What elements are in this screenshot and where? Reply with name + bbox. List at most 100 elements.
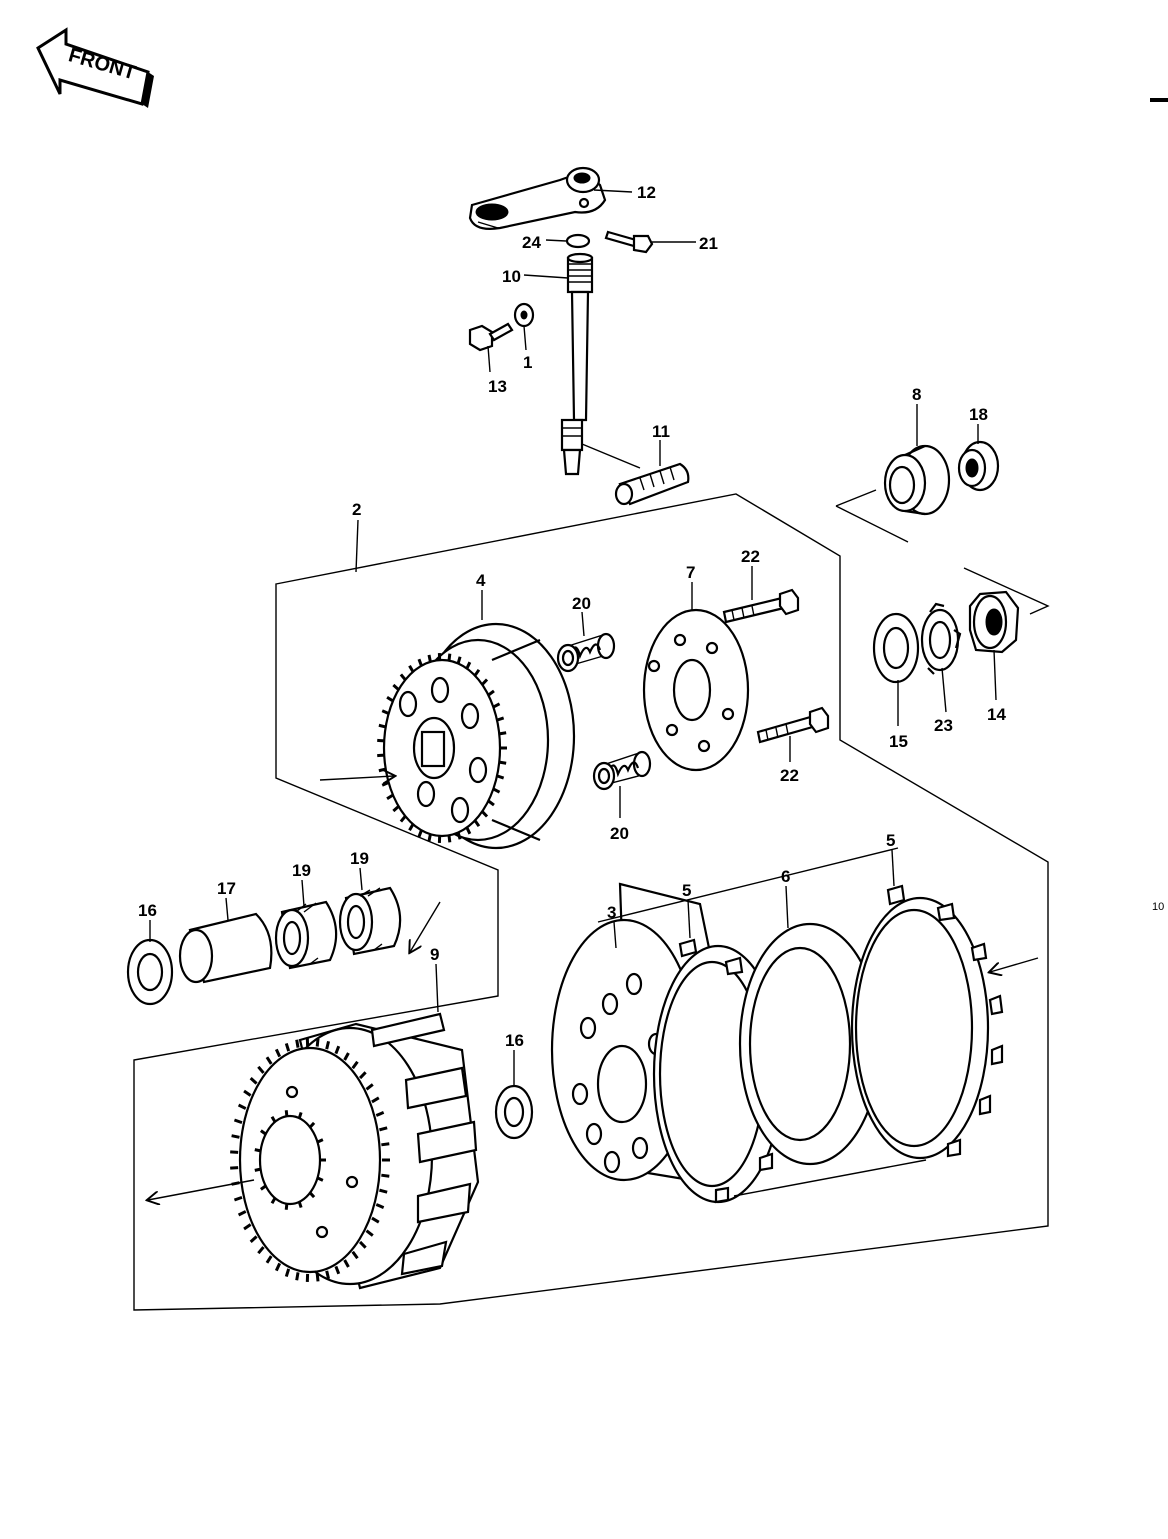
washer-small xyxy=(513,302,535,328)
hub-gear-tooth xyxy=(481,678,489,686)
hub-gear-tooth xyxy=(399,815,407,823)
housing-gear-tooth xyxy=(237,1210,247,1217)
clutch-hub xyxy=(377,622,576,850)
hub-gear-tooth xyxy=(465,826,472,835)
needle-bearing-1 xyxy=(274,900,338,970)
housing-gear-tooth xyxy=(379,1188,388,1194)
callout-9: 9 xyxy=(430,945,439,964)
sprocket-tooth xyxy=(284,1110,289,1117)
callout-24: 24 xyxy=(522,233,541,252)
housing-gear-tooth xyxy=(371,1216,380,1224)
sprocket-tooth xyxy=(308,1191,316,1199)
callout-6: 6 xyxy=(781,867,790,886)
housing-gear-tooth xyxy=(274,1048,282,1058)
housing-gear-tooth xyxy=(334,1045,341,1055)
housing-gear-tooth xyxy=(243,1223,252,1231)
housing-gear-tooth xyxy=(284,1268,291,1277)
hub-gear-tooth xyxy=(481,810,489,818)
hub-gear-tooth xyxy=(473,668,481,677)
steel-plate xyxy=(738,922,882,1166)
callout-23: 23 xyxy=(934,716,953,735)
housing-gear-tooth xyxy=(325,1270,331,1280)
sprocket-tooth xyxy=(308,1121,316,1129)
sprocket-tooth xyxy=(270,1115,277,1123)
callout-20b: 20 xyxy=(610,824,629,843)
clutch-nut xyxy=(968,590,1020,654)
front-arrow-badge: FRONT xyxy=(36,27,154,108)
o-ring xyxy=(565,233,591,249)
housing-gear-tooth xyxy=(379,1126,388,1132)
sprocket-tooth xyxy=(284,1203,289,1210)
housing-gear-tooth xyxy=(243,1089,252,1097)
housing-gear-tooth xyxy=(375,1110,385,1117)
housing-gear-tooth xyxy=(295,1272,300,1281)
clutch-spring-upper xyxy=(556,632,616,673)
callout-22b: 22 xyxy=(780,766,799,785)
needle-bearing-2 xyxy=(338,886,402,956)
assembly-outline-right xyxy=(835,489,1050,615)
hub-gear-tooth xyxy=(392,805,400,813)
housing-gear-tooth xyxy=(230,1150,239,1154)
sprocket-tooth xyxy=(316,1176,324,1182)
housing-gear-tooth xyxy=(315,1038,320,1047)
sprocket-tooth xyxy=(297,1201,303,1209)
sprocket-tooth xyxy=(316,1138,324,1144)
housing-gear-tooth xyxy=(233,1118,243,1125)
hub-gear-tooth xyxy=(377,753,385,758)
housing-gear-tooth xyxy=(365,1229,374,1237)
hub-gear-tooth xyxy=(465,661,472,670)
housing-gear-tooth xyxy=(351,1060,359,1070)
housing-gear-tooth xyxy=(381,1142,390,1147)
housing-gear-tooth xyxy=(249,1235,258,1243)
spring-plate xyxy=(642,608,750,772)
hub-gear-tooth xyxy=(456,656,462,664)
plate-bolt-lower xyxy=(756,706,830,744)
sleeve xyxy=(178,912,273,984)
housing-gear-tooth xyxy=(365,1083,374,1091)
housing-gear-tooth xyxy=(315,1273,320,1282)
callout-2: 2 xyxy=(352,500,361,519)
leader-lines xyxy=(148,189,1039,1200)
release-lever xyxy=(468,166,607,230)
housing-gear-tooth xyxy=(295,1039,300,1048)
release-pin xyxy=(614,462,690,506)
housing-gear-tooth xyxy=(334,1265,341,1275)
callout-19b: 19 xyxy=(350,849,369,868)
hub-gear-tooth xyxy=(456,832,462,840)
callout-21: 21 xyxy=(699,234,718,253)
housing-gear-tooth xyxy=(371,1096,380,1104)
housing-gear-tooth xyxy=(265,1255,273,1264)
friction-plate-rear xyxy=(850,884,1004,1160)
hub-gear-tooth xyxy=(399,673,407,681)
housing-gear-tooth xyxy=(375,1203,385,1210)
hub-gear-tooth xyxy=(473,819,481,828)
hub-gear-tooth xyxy=(408,664,415,673)
callout-16a: 16 xyxy=(138,901,157,920)
housing-gear-tooth xyxy=(257,1246,265,1255)
hub-gear-tooth xyxy=(447,835,452,843)
housing-gear-tooth xyxy=(249,1077,258,1085)
sprocket-tooth xyxy=(259,1184,267,1191)
housing-gear-tooth xyxy=(237,1103,247,1110)
oil-seal xyxy=(883,444,951,516)
page-number: 10 xyxy=(1152,901,1164,913)
hub-gear-tooth xyxy=(417,658,423,667)
callout-labels: 12 21 24 10 13 1 11 8 18 2 4 20 7 22 22 … xyxy=(138,183,1006,1050)
hub-gear-tooth xyxy=(427,833,432,842)
sprocket-tooth xyxy=(297,1111,303,1119)
edge-mark xyxy=(1150,98,1168,102)
hub-gear-tooth xyxy=(447,653,452,661)
sprocket-tooth xyxy=(254,1148,261,1153)
hub-gear-tooth xyxy=(427,654,432,663)
hub-gear-tooth xyxy=(377,738,385,743)
plate-bolt-upper xyxy=(722,588,800,624)
lock-washer xyxy=(920,602,962,675)
callout-20a: 20 xyxy=(572,594,591,613)
housing-gear-tooth xyxy=(265,1056,273,1065)
callout-1: 1 xyxy=(523,353,532,372)
sprocket-tooth xyxy=(259,1129,267,1136)
ball-bearing xyxy=(957,440,1000,492)
hub-gear-tooth xyxy=(408,823,415,832)
callout-15: 15 xyxy=(889,732,908,751)
